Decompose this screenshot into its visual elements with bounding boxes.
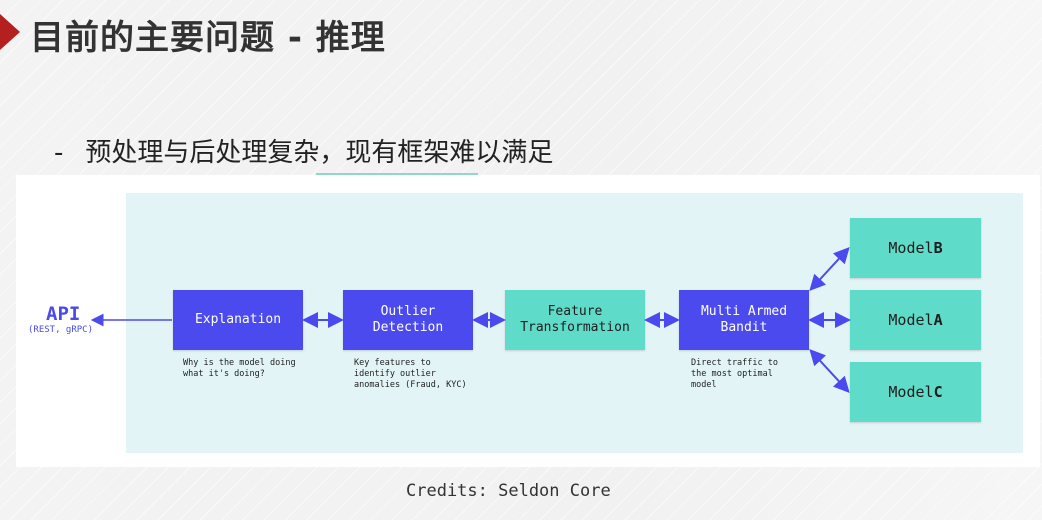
title-marker-icon [0, 14, 20, 50]
text-underline-decoration [316, 173, 478, 175]
model-c-prefix: Model [888, 383, 934, 401]
model-c-box: Model C [850, 362, 981, 422]
model-a-box: Model A [850, 290, 981, 350]
model-a-letter: A [933, 311, 943, 329]
model-b-letter: B [933, 239, 943, 257]
api-protocols-label: (REST, gRPC) [28, 325, 94, 335]
model-b-box: Model B [850, 218, 981, 278]
bullet-text: 预处理与后处理复杂，现有框架难以满足 [85, 138, 554, 168]
bullet-point: -预处理与后处理复杂，现有框架难以满足 [54, 132, 553, 169]
api-label: API [46, 303, 81, 325]
model-b-prefix: Model [888, 239, 934, 257]
model-c-letter: C [933, 383, 943, 401]
explanation-box: Explanation [173, 290, 303, 350]
multi-armed-bandit-box: Multi Armed Bandit [679, 290, 809, 350]
outlier-description: Key features to identify outlier anomali… [354, 358, 467, 390]
explanation-description: Why is the model doing what it's doing? [183, 358, 296, 379]
bullet-dash: - [54, 138, 64, 168]
credits-text: Credits: Seldon Core [406, 481, 611, 501]
model-a-prefix: Model [888, 311, 934, 329]
outlier-detection-box: Outlier Detection [343, 290, 473, 350]
feature-transformation-box: Feature Transformation [505, 290, 645, 350]
page-title: 目前的主要问题 - 推理 [30, 18, 386, 58]
bandit-description: Direct traffic to the most optimal model [691, 358, 778, 390]
